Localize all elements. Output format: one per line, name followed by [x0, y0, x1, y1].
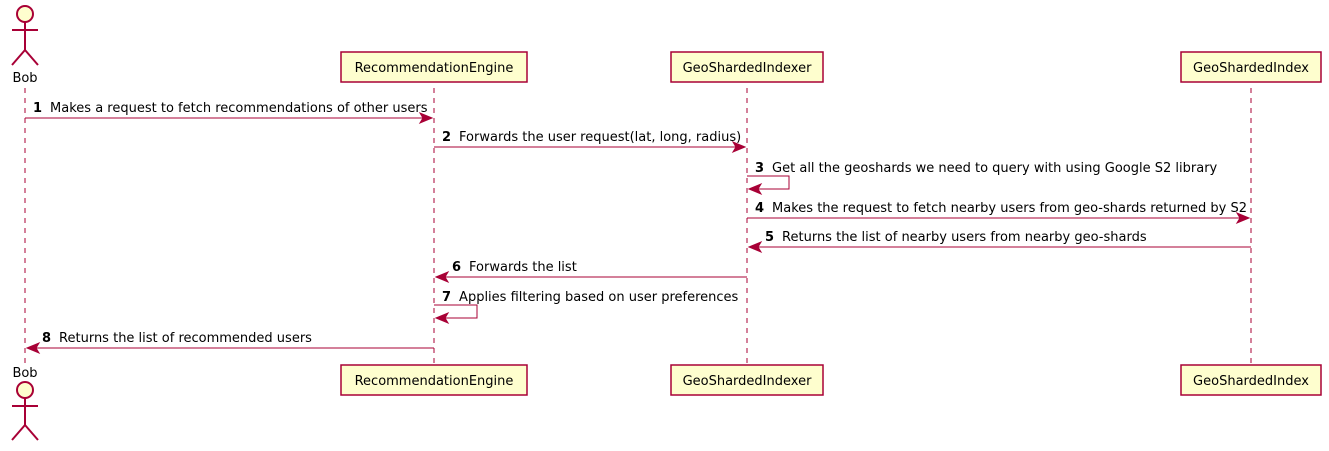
message-number: 4	[755, 201, 764, 216]
message-label: 8 Returns the list of recommended users	[42, 329, 312, 346]
message-label: 5 Returns the list of nearby users from …	[765, 228, 1147, 245]
participant-recommendation-engine-top: RecommendationEngine	[340, 51, 528, 83]
participant-label: RecommendationEngine	[355, 374, 514, 389]
participant-label: GeoShardedIndex	[1193, 374, 1309, 389]
message-number: 7	[442, 290, 451, 305]
arrowhead-left-icon	[25, 341, 41, 355]
participant-label: GeoShardedIndexer	[683, 374, 812, 389]
message-7: 7 Applies filtering based on user prefer…	[434, 288, 739, 325]
participant-geo-sharded-indexer-bottom: GeoShardedIndexer	[670, 364, 824, 396]
message-number: 8	[42, 331, 51, 346]
message-text: Makes the request to fetch nearby users …	[772, 201, 1247, 216]
message-label: 7 Applies filtering based on user prefer…	[442, 288, 739, 305]
actor-figure-icon	[11, 381, 39, 441]
arrowhead-left-icon	[434, 270, 450, 284]
participant-recommendation-engine-bottom: RecommendationEngine	[340, 364, 528, 396]
message-arrow-line	[434, 304, 478, 319]
message-arrow-line	[747, 175, 790, 190]
message-text: Returns the list of recommended users	[59, 331, 312, 346]
arrowhead-left-icon	[747, 182, 763, 196]
message-2: 2 Forwards the user request(lat, long, r…	[434, 128, 747, 154]
message-number: 1	[33, 101, 42, 116]
message-1: 1 Makes a request to fetch recommendatio…	[25, 99, 434, 125]
message-text: Forwards the user request(lat, long, rad…	[459, 130, 741, 145]
message-number: 3	[755, 161, 764, 176]
arrowhead-left-icon	[434, 311, 450, 325]
message-number: 6	[452, 260, 461, 275]
message-3: 3 Get all the geoshards we need to query…	[747, 159, 1218, 196]
participant-label: GeoShardedIndex	[1193, 61, 1309, 76]
actor-label: Bob	[12, 366, 37, 381]
message-text: Forwards the list	[469, 260, 577, 275]
message-text: Applies filtering based on user preferen…	[459, 290, 739, 305]
arrowhead-right-icon	[1235, 211, 1251, 225]
participant-geo-sharded-index-top: GeoShardedIndex	[1180, 51, 1322, 83]
message-4: 4 Makes the request to fetch nearby user…	[747, 199, 1251, 225]
message-6: 6 Forwards the list	[434, 258, 747, 284]
message-number: 2	[442, 130, 451, 145]
participant-label: RecommendationEngine	[355, 61, 514, 76]
message-text: Makes a request to fetch recommendations…	[50, 101, 428, 116]
actor-bob-bottom: Bob	[11, 366, 39, 441]
message-8: 8 Returns the list of recommended users	[25, 329, 434, 355]
arrowhead-left-icon	[747, 240, 763, 254]
message-label: 1 Makes a request to fetch recommendatio…	[33, 99, 428, 116]
actor-bob-top: Bob	[11, 5, 39, 86]
message-text: Get all the geoshards we need to query w…	[772, 161, 1217, 176]
message-5: 5 Returns the list of nearby users from …	[747, 228, 1251, 254]
participant-geo-sharded-indexer-top: GeoShardedIndexer	[670, 51, 824, 83]
message-label: 3 Get all the geoshards we need to query…	[755, 159, 1218, 176]
message-label: 6 Forwards the list	[452, 258, 577, 275]
message-label: 4 Makes the request to fetch nearby user…	[755, 199, 1247, 216]
participant-label: GeoShardedIndexer	[683, 61, 812, 76]
actor-figure-icon	[11, 5, 39, 66]
message-number: 5	[765, 230, 774, 245]
actor-label: Bob	[12, 71, 37, 86]
participant-geo-sharded-index-bottom: GeoShardedIndex	[1180, 364, 1322, 396]
message-text: Returns the list of nearby users from ne…	[782, 230, 1147, 245]
arrowhead-right-icon	[731, 140, 747, 154]
arrowhead-right-icon	[418, 111, 434, 125]
message-label: 2 Forwards the user request(lat, long, r…	[442, 128, 741, 145]
